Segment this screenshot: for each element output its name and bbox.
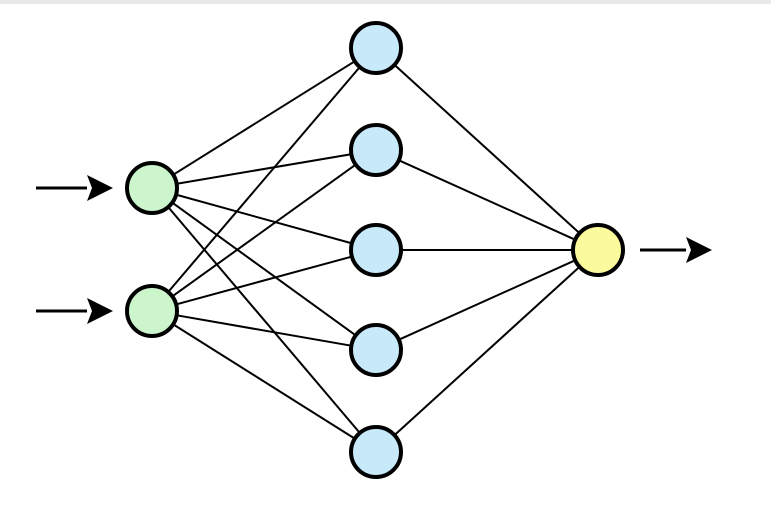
edge-i1-h5 [166, 204, 362, 436]
edge-i2-h3 [173, 255, 355, 306]
edge-i2-h2 [170, 162, 358, 299]
edge-i2-h5 [170, 322, 358, 441]
node-circle-o1[interactable] [571, 223, 625, 277]
edge-i1-h3 [173, 193, 355, 245]
arrows-group [36, 175, 712, 324]
node-circle-h4[interactable] [349, 323, 403, 377]
node-circle-h1[interactable] [349, 21, 403, 75]
node-o1[interactable] [571, 223, 625, 277]
edges-group [166, 59, 582, 441]
edge-i2-h1 [166, 64, 362, 295]
edge-i1-h1 [170, 59, 358, 177]
node-circle-i1[interactable] [125, 161, 179, 215]
edge-h5-o1 [392, 264, 582, 438]
node-h5[interactable] [349, 425, 403, 479]
nodes-group [125, 21, 625, 479]
node-circle-h5[interactable] [349, 425, 403, 479]
node-circle-h3[interactable] [349, 223, 403, 277]
node-h4[interactable] [349, 323, 403, 377]
node-h3[interactable] [349, 223, 403, 277]
top-gray-band [0, 0, 771, 4]
node-h2[interactable] [349, 123, 403, 177]
edge-h4-o1 [396, 258, 578, 342]
output-arrow-1-arrowhead-icon [686, 237, 712, 263]
edge-i1-h4 [170, 200, 358, 338]
output-arrow-1 [640, 237, 712, 263]
input-arrow-2-arrowhead-icon [87, 298, 113, 324]
input-arrow-1-arrowhead-icon [87, 175, 113, 201]
node-circle-i2[interactable] [125, 284, 179, 338]
edge-h2-o1 [396, 158, 578, 242]
node-h1[interactable] [349, 21, 403, 75]
edge-i1-h2 [174, 152, 354, 186]
node-circle-h2[interactable] [349, 123, 403, 177]
input-arrow-2 [36, 298, 113, 324]
input-arrow-1 [36, 175, 113, 201]
node-i2[interactable] [125, 284, 179, 338]
edge-i2-h4 [174, 313, 354, 348]
node-i1[interactable] [125, 161, 179, 215]
edge-h1-o1 [392, 62, 582, 236]
